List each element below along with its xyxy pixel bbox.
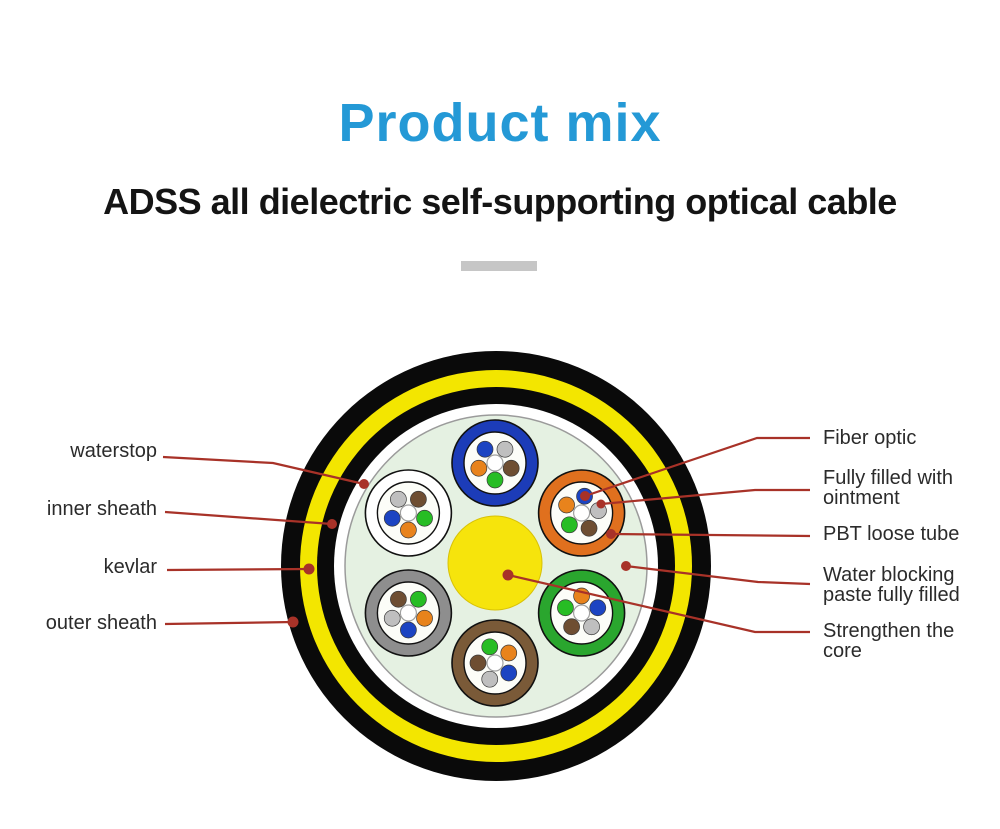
fiber-orange bbox=[500, 644, 518, 662]
leader-inner-sheath bbox=[164, 510, 333, 526]
fiber-blue bbox=[500, 664, 518, 682]
fiber-brown bbox=[410, 490, 427, 508]
fiber-blue bbox=[400, 621, 417, 639]
fiber-gray bbox=[481, 670, 499, 688]
fiber-gray bbox=[383, 609, 401, 627]
fiber-white-center bbox=[399, 604, 417, 622]
label-outer-sheath: outer sheath bbox=[45, 612, 157, 634]
fiber-white-center bbox=[573, 504, 591, 522]
fiber-blue bbox=[383, 509, 401, 527]
leader-dot-pbt-loose-tube bbox=[606, 529, 616, 539]
fiber-brown bbox=[469, 654, 487, 672]
leader-fiber-optic bbox=[584, 436, 810, 498]
leader-dot-water-blocking bbox=[621, 561, 631, 571]
label-strengthen-core: Strengthen the core bbox=[823, 620, 955, 662]
leader-strengthen-core bbox=[507, 573, 810, 634]
fiber-gray bbox=[496, 440, 514, 458]
loose-tube-blue bbox=[451, 419, 539, 507]
fiber-blue bbox=[476, 440, 494, 458]
loose-tube-white bbox=[364, 469, 453, 557]
fiber-brown bbox=[390, 590, 407, 608]
loose-tube-brown bbox=[451, 619, 539, 707]
fiber-green bbox=[486, 471, 504, 489]
fiber-white-center bbox=[573, 604, 591, 622]
leader-dot-strengthen-core bbox=[502, 569, 514, 581]
leader-pbt-loose-tube bbox=[610, 532, 811, 538]
leader-water-blocking bbox=[625, 564, 811, 586]
fiber-orange bbox=[470, 459, 488, 477]
label-fiber-optic: Fiber optic bbox=[823, 427, 917, 449]
divider-dash bbox=[461, 261, 537, 271]
leader-waterstop bbox=[162, 455, 365, 486]
fiber-white-center bbox=[486, 454, 504, 472]
fiber-green bbox=[481, 638, 499, 656]
fiber-brown bbox=[502, 459, 520, 477]
leader-dot-fiber-optic bbox=[580, 491, 590, 501]
callout-leader-lines bbox=[162, 436, 811, 634]
fiber-brown bbox=[580, 519, 598, 537]
fiber-orange bbox=[400, 521, 417, 539]
fiber-green bbox=[557, 599, 574, 617]
fiber-orange bbox=[416, 609, 433, 627]
cable-body bbox=[281, 351, 711, 781]
label-ointment: Fully filled with ointment bbox=[823, 467, 954, 509]
leader-kevlar bbox=[166, 567, 310, 572]
label-inner-sheath: inner sheath bbox=[46, 498, 157, 520]
leader-dot-kevlar bbox=[303, 563, 315, 575]
page-title: Product mix bbox=[338, 93, 662, 153]
fiber-blue bbox=[589, 599, 607, 617]
page-subtitle: ADSS all dielectric self-supporting opti… bbox=[103, 181, 897, 222]
leader-outer-sheath bbox=[164, 620, 294, 626]
core-strengthen-core bbox=[447, 515, 543, 611]
fiber-green bbox=[416, 509, 433, 527]
fiber-white-center bbox=[486, 654, 504, 672]
leader-dot-waterstop bbox=[359, 479, 369, 489]
fiber-gray bbox=[583, 618, 600, 636]
leader-dot-inner-sheath bbox=[327, 519, 337, 529]
fiber-orange bbox=[558, 496, 575, 514]
fiber-gray bbox=[390, 490, 407, 508]
fiber-white-center bbox=[399, 504, 417, 522]
loose-tube-orange bbox=[537, 469, 626, 557]
leader-dot-ointment bbox=[596, 499, 606, 509]
loose-tube-green bbox=[537, 569, 626, 657]
leader-dot-outer-sheath bbox=[287, 616, 299, 628]
fiber-green bbox=[561, 516, 578, 534]
label-waterstop: waterstop bbox=[70, 440, 157, 462]
leader-ointment bbox=[600, 488, 810, 506]
fiber-brown bbox=[563, 618, 580, 636]
label-water-blocking: Water blocking paste fully filled bbox=[823, 564, 960, 606]
label-kevlar: kevlar bbox=[103, 556, 157, 578]
loose-tube-gray bbox=[364, 569, 453, 657]
fiber-green bbox=[410, 590, 427, 608]
label-pbt-loose-tube: PBT loose tube bbox=[823, 523, 960, 545]
